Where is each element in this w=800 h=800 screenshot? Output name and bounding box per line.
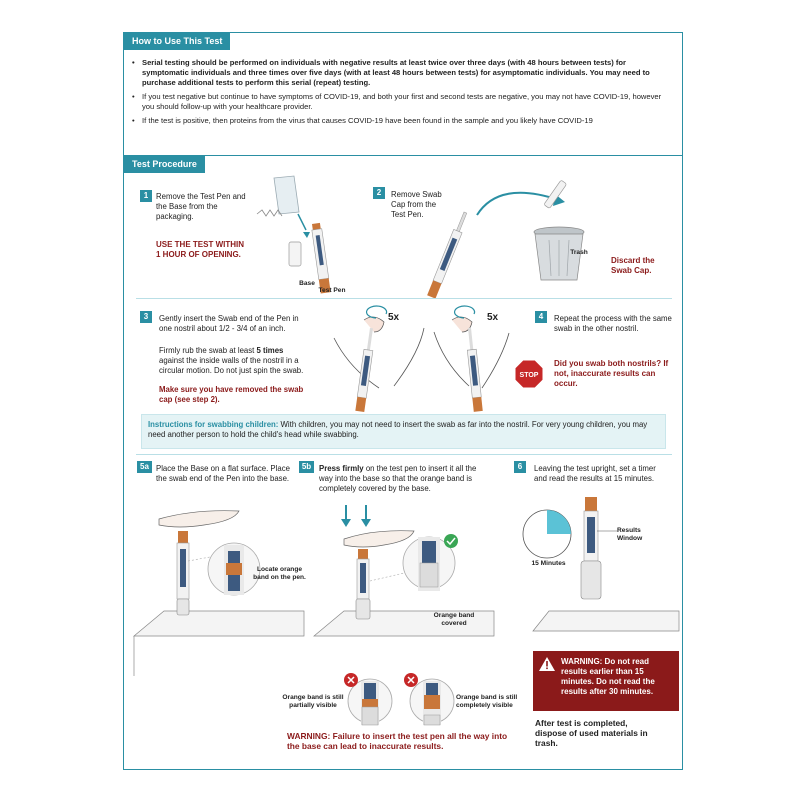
warning-triangle-icon [539, 657, 555, 671]
trash-label: Trash [570, 249, 588, 256]
failure-x-icon-right [404, 673, 418, 687]
step-3-number: 3 [140, 311, 152, 323]
separator-2 [136, 454, 672, 455]
step-4-text: Repeat the process with the same swab in… [554, 314, 672, 333]
step-5a-illustration [133, 510, 305, 676]
step-5a-number: 5a [137, 461, 152, 473]
step-1-text: Remove the Test Pen and the Base from th… [156, 192, 246, 221]
step-3-text-1: Gently insert the Swab end of the Pen in… [159, 314, 299, 333]
label-base: Base [299, 280, 315, 287]
step-3-count-left: 5x [388, 312, 400, 323]
how-to-use-panel: How to Use This Test Serial testing shou… [123, 32, 683, 173]
failure-x-icon-left [344, 673, 358, 687]
step-1-number: 1 [140, 190, 152, 202]
timer-label: 15 Minutes [531, 560, 566, 567]
step-4-number: 4 [535, 311, 547, 323]
step-5b-illustration [313, 505, 495, 637]
step-5b-text: Press firmly on the test pen to insert i… [319, 464, 477, 493]
step-2-text: Remove Swab Cap from the Test Pen. [391, 190, 442, 219]
separator-1 [136, 298, 672, 299]
step-4-warning: Did you swab both nostrils? If not, inac… [554, 359, 669, 388]
step-5b-callout-partial: Orange band is still partially visible [282, 694, 344, 709]
step-6-after-text: After test is completed, dispose of used… [535, 718, 648, 748]
failure-examples-illustration [347, 678, 455, 726]
read-time-warning-text: WARNING: Do not read results earlier tha… [561, 657, 655, 696]
step-5a-callout: Locate orange band on the pen. [253, 566, 306, 581]
children-swabbing-note: Instructions for swabbing children: With… [141, 414, 666, 449]
results-window-label: Results Window [617, 527, 643, 542]
step-3-warning: Make sure you have removed the swab cap … [159, 385, 304, 404]
step-1-illustration [256, 175, 331, 294]
step-5b-number: 5b [299, 461, 314, 473]
step-3-illustration [333, 305, 510, 413]
timer-icon [522, 509, 572, 559]
step-5b-callout-covered: Orange band covered [433, 612, 475, 627]
how-to-use-title: How to Use This Test [124, 33, 231, 50]
stop-sign-text: STOP [520, 372, 539, 379]
test-procedure-panel: Test Procedure 1 Remove the Test Pen and… [123, 155, 683, 770]
howto-bullet-positive: If the test is positive, then proteins f… [132, 116, 670, 126]
step-6-illustration [532, 497, 680, 632]
step-2-discard-text: Discard the Swab Cap. [611, 256, 655, 275]
howto-bullet-serial-testing: Serial testing should be performed on in… [132, 58, 670, 88]
step-3-text-2: Firmly rub the swab at least 5 times aga… [159, 346, 304, 375]
step-5b-warning: WARNING: Failure to insert the test pen … [287, 731, 508, 751]
step-6-number: 6 [514, 461, 526, 473]
step-2-number: 2 [373, 187, 385, 199]
how-to-use-list: Serial testing should be performed on in… [132, 58, 670, 130]
step-2-illustration [427, 180, 585, 299]
read-time-warning-box: WARNING: Do not read results earlier tha… [533, 651, 679, 711]
step-5a-text: Place the Base on a flat surface. Place … [156, 464, 290, 483]
howto-bullet-negative: If you test negative but continue to hav… [132, 92, 670, 112]
test-procedure-title: Test Procedure [124, 156, 205, 173]
label-test-pen: Test Pen [318, 287, 346, 294]
step-6-text: Leaving the test upright, set a timer an… [534, 464, 656, 483]
step-3-count-right: 5x [487, 312, 499, 323]
step-5b-callout-complete: Orange band is still completely visible [456, 694, 518, 709]
step-1-warning: USE THE TEST WITHIN 1 HOUR OF OPENING. [156, 240, 244, 259]
stop-sign-icon: STOP [514, 359, 544, 389]
